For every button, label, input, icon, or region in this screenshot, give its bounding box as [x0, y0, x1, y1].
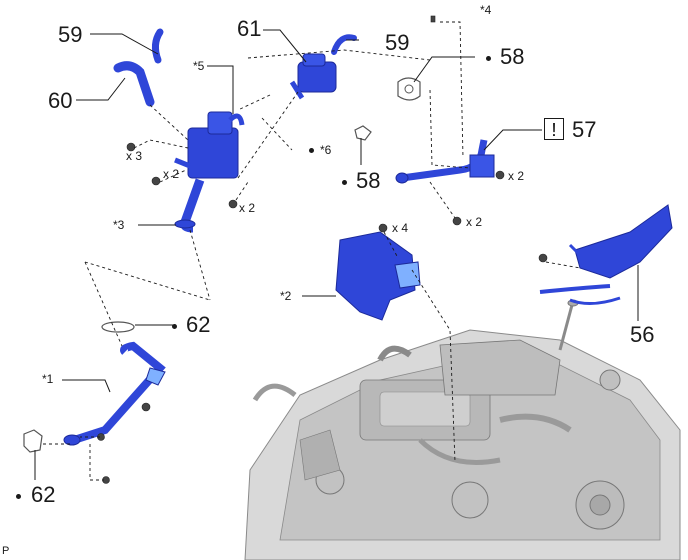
- callout-62-bottom: 62: [31, 482, 56, 507]
- qty-x3: x 3: [126, 149, 143, 163]
- qty-x2-b: x 2: [239, 201, 256, 215]
- bullet-dot: [172, 324, 177, 329]
- part-58-mid-gasket: [354, 125, 372, 141]
- note-star-5: *5: [193, 59, 205, 73]
- callout-57: 57: [572, 117, 597, 142]
- part-59-right-hose: [331, 34, 357, 55]
- caution-icon: !: [544, 118, 564, 140]
- engine-assembly: [244, 299, 681, 560]
- part-62-mid-gasket: [101, 321, 135, 333]
- part-57-pipe: [395, 139, 495, 184]
- callout-58-top: 58: [500, 44, 525, 69]
- part-61-egr-valve: [289, 53, 337, 100]
- note-star-6: *6: [320, 143, 332, 157]
- note-star-1: *1: [42, 372, 54, 386]
- callout-59-left: 59: [58, 22, 83, 47]
- qty-x2-c: x 2: [508, 169, 525, 183]
- note-star-2: *2: [280, 289, 292, 303]
- callout-59-right: 59: [385, 30, 410, 55]
- egr-valve-body: [174, 111, 245, 233]
- callout-56: 56: [630, 322, 655, 347]
- callout-61: 61: [237, 16, 262, 41]
- guide-lines: [43, 21, 581, 481]
- bracket-2: [335, 231, 416, 321]
- part-58-top-gasket: [397, 77, 421, 101]
- part-59-left-hose: [151, 28, 164, 64]
- callout-58-mid: 58: [356, 168, 381, 193]
- callout-60: 60: [48, 88, 73, 113]
- bullet-dot: [342, 180, 347, 185]
- fasteners: [97, 15, 548, 484]
- note-star-3: *3: [113, 218, 125, 232]
- bullet-dot: [309, 148, 314, 153]
- callout-62-mid: 62: [186, 312, 211, 337]
- qty-x2-d: x 2: [466, 215, 483, 229]
- part-62-bottom-gasket: [23, 429, 43, 453]
- bullet-dot: [486, 56, 491, 61]
- bullet-dot: [16, 494, 21, 499]
- part-60-hose: [113, 61, 155, 107]
- part-56-harness: [539, 204, 673, 305]
- corner-letter: P: [2, 545, 10, 557]
- pipe-1: [63, 341, 166, 446]
- qty-x2-a: x 2: [163, 167, 180, 181]
- qty-x4: x 4: [392, 221, 409, 235]
- note-star-4: *4: [480, 3, 492, 17]
- leader-lines: [34, 29, 639, 480]
